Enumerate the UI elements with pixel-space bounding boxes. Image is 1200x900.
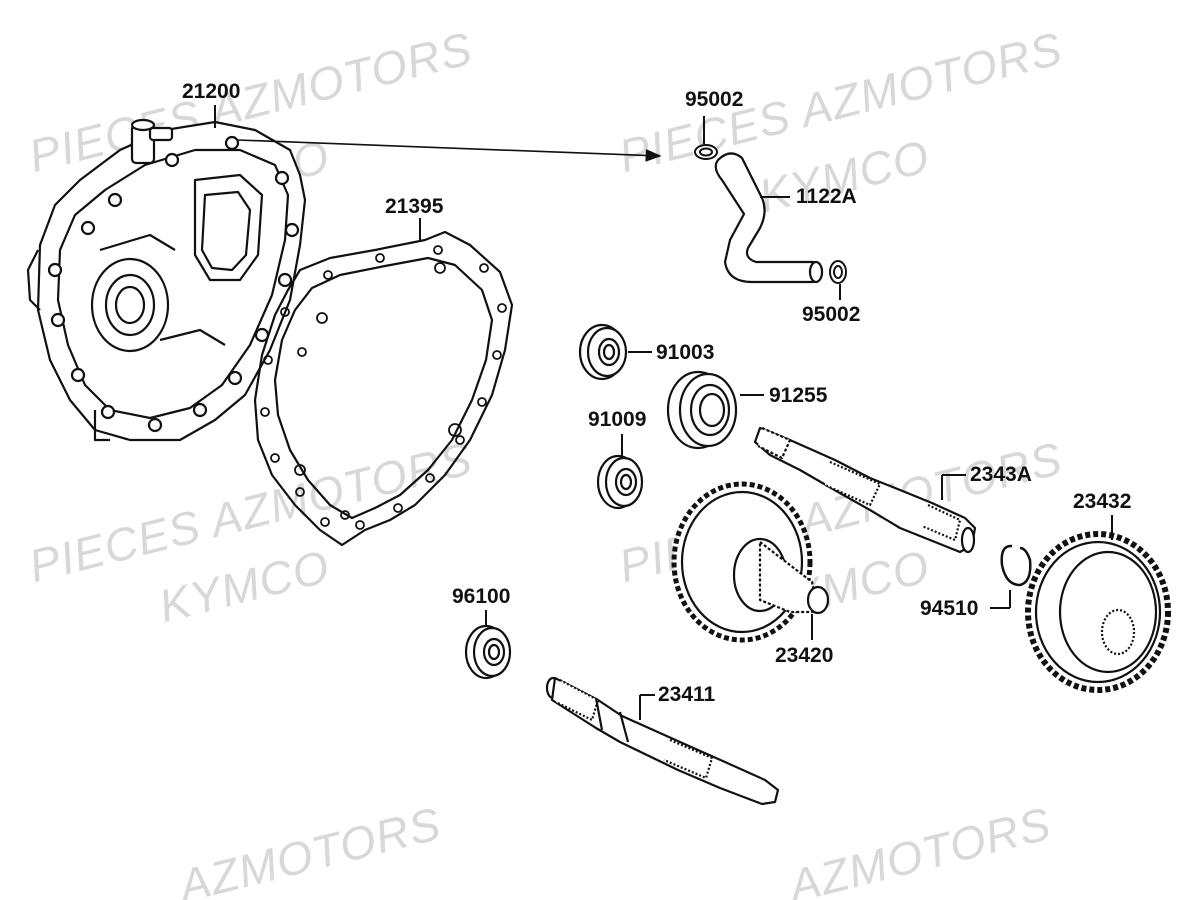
hose-clip-bottom	[829, 260, 847, 284]
label-91009: 91009	[588, 408, 647, 431]
bearing-91009	[596, 454, 644, 510]
label-1122a: 1122A	[796, 185, 857, 208]
bearing-91255	[666, 370, 738, 450]
label-91003: 91003	[656, 341, 715, 364]
label-2343a: 2343A	[970, 463, 1032, 486]
label-95002-bottom: 95002	[802, 303, 861, 326]
counter-gear	[671, 481, 830, 643]
label-94510: 94510	[920, 597, 979, 620]
leader-lines	[214, 105, 1113, 720]
bearing-91003	[578, 323, 628, 381]
case-gasket	[253, 230, 514, 547]
label-23420: 23420	[775, 644, 834, 667]
label-95002-top: 95002	[685, 88, 744, 111]
circlip	[1000, 544, 1032, 587]
label-23432: 23432	[1073, 490, 1132, 513]
label-91255: 91255	[769, 384, 828, 407]
label-21200: 21200	[182, 80, 241, 103]
label-21395: 21395	[385, 195, 444, 218]
label-96100: 96100	[452, 585, 511, 608]
label-23411: 23411	[658, 683, 716, 706]
transmission-case	[26, 118, 307, 442]
drive-shaft	[545, 676, 780, 806]
final-shaft	[753, 426, 977, 554]
bearing-96100	[464, 624, 512, 680]
final-gear	[1025, 531, 1171, 693]
breather-hose	[714, 152, 824, 284]
hose-clip-top	[694, 144, 718, 160]
